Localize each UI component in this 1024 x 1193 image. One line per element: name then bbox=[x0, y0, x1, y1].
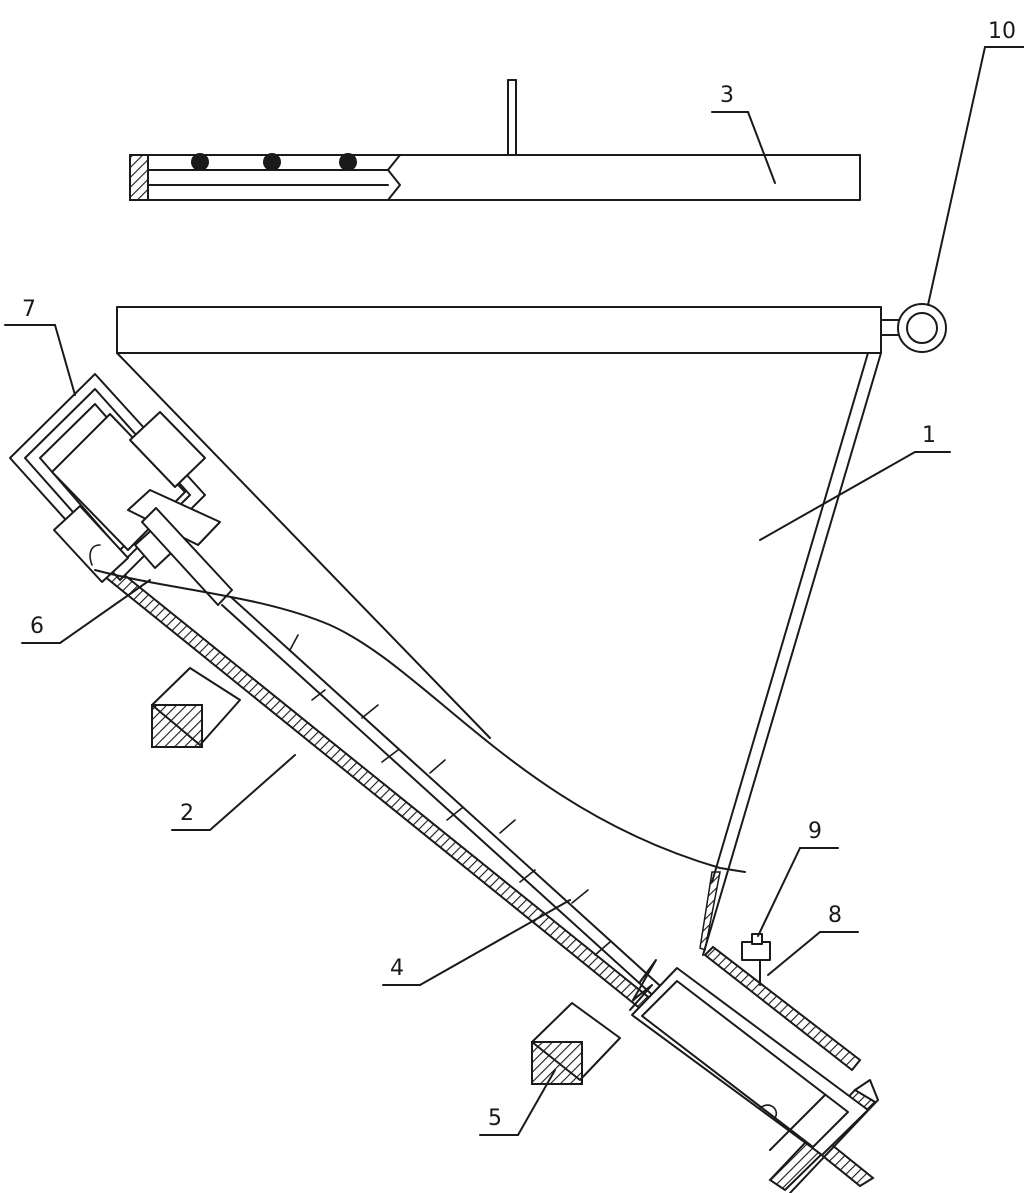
callout-2: 2 bbox=[180, 801, 194, 826]
leader-lines bbox=[4, 46, 1024, 1136]
part-5-supports bbox=[151, 667, 621, 1085]
ball bbox=[191, 153, 209, 171]
callout-9: 9 bbox=[808, 819, 822, 844]
callout-numbers: 10 3 1 7 6 2 4 9 8 5 bbox=[22, 19, 1016, 1131]
piston-cylinder bbox=[631, 967, 869, 1156]
callout-1: 1 bbox=[922, 423, 936, 448]
callout-3: 3 bbox=[720, 83, 734, 108]
callout-6: 6 bbox=[30, 614, 44, 639]
callout-10: 10 bbox=[988, 19, 1016, 44]
ball bbox=[263, 153, 281, 171]
ball bbox=[339, 153, 357, 171]
part-9-valve bbox=[741, 933, 771, 961]
screw-flights bbox=[289, 634, 611, 956]
part-4-screw-shaft bbox=[221, 597, 669, 1011]
callout-7: 7 bbox=[22, 297, 36, 322]
part-3-top-bar bbox=[129, 79, 861, 201]
callout-5: 5 bbox=[488, 1106, 502, 1131]
part-7-motor-box bbox=[9, 373, 233, 606]
part-1-hopper bbox=[116, 306, 882, 956]
callout-4: 4 bbox=[390, 956, 404, 981]
callout-8: 8 bbox=[828, 903, 842, 928]
part-6-inlet bbox=[89, 544, 746, 873]
part-10-lifting-ring bbox=[880, 303, 947, 353]
